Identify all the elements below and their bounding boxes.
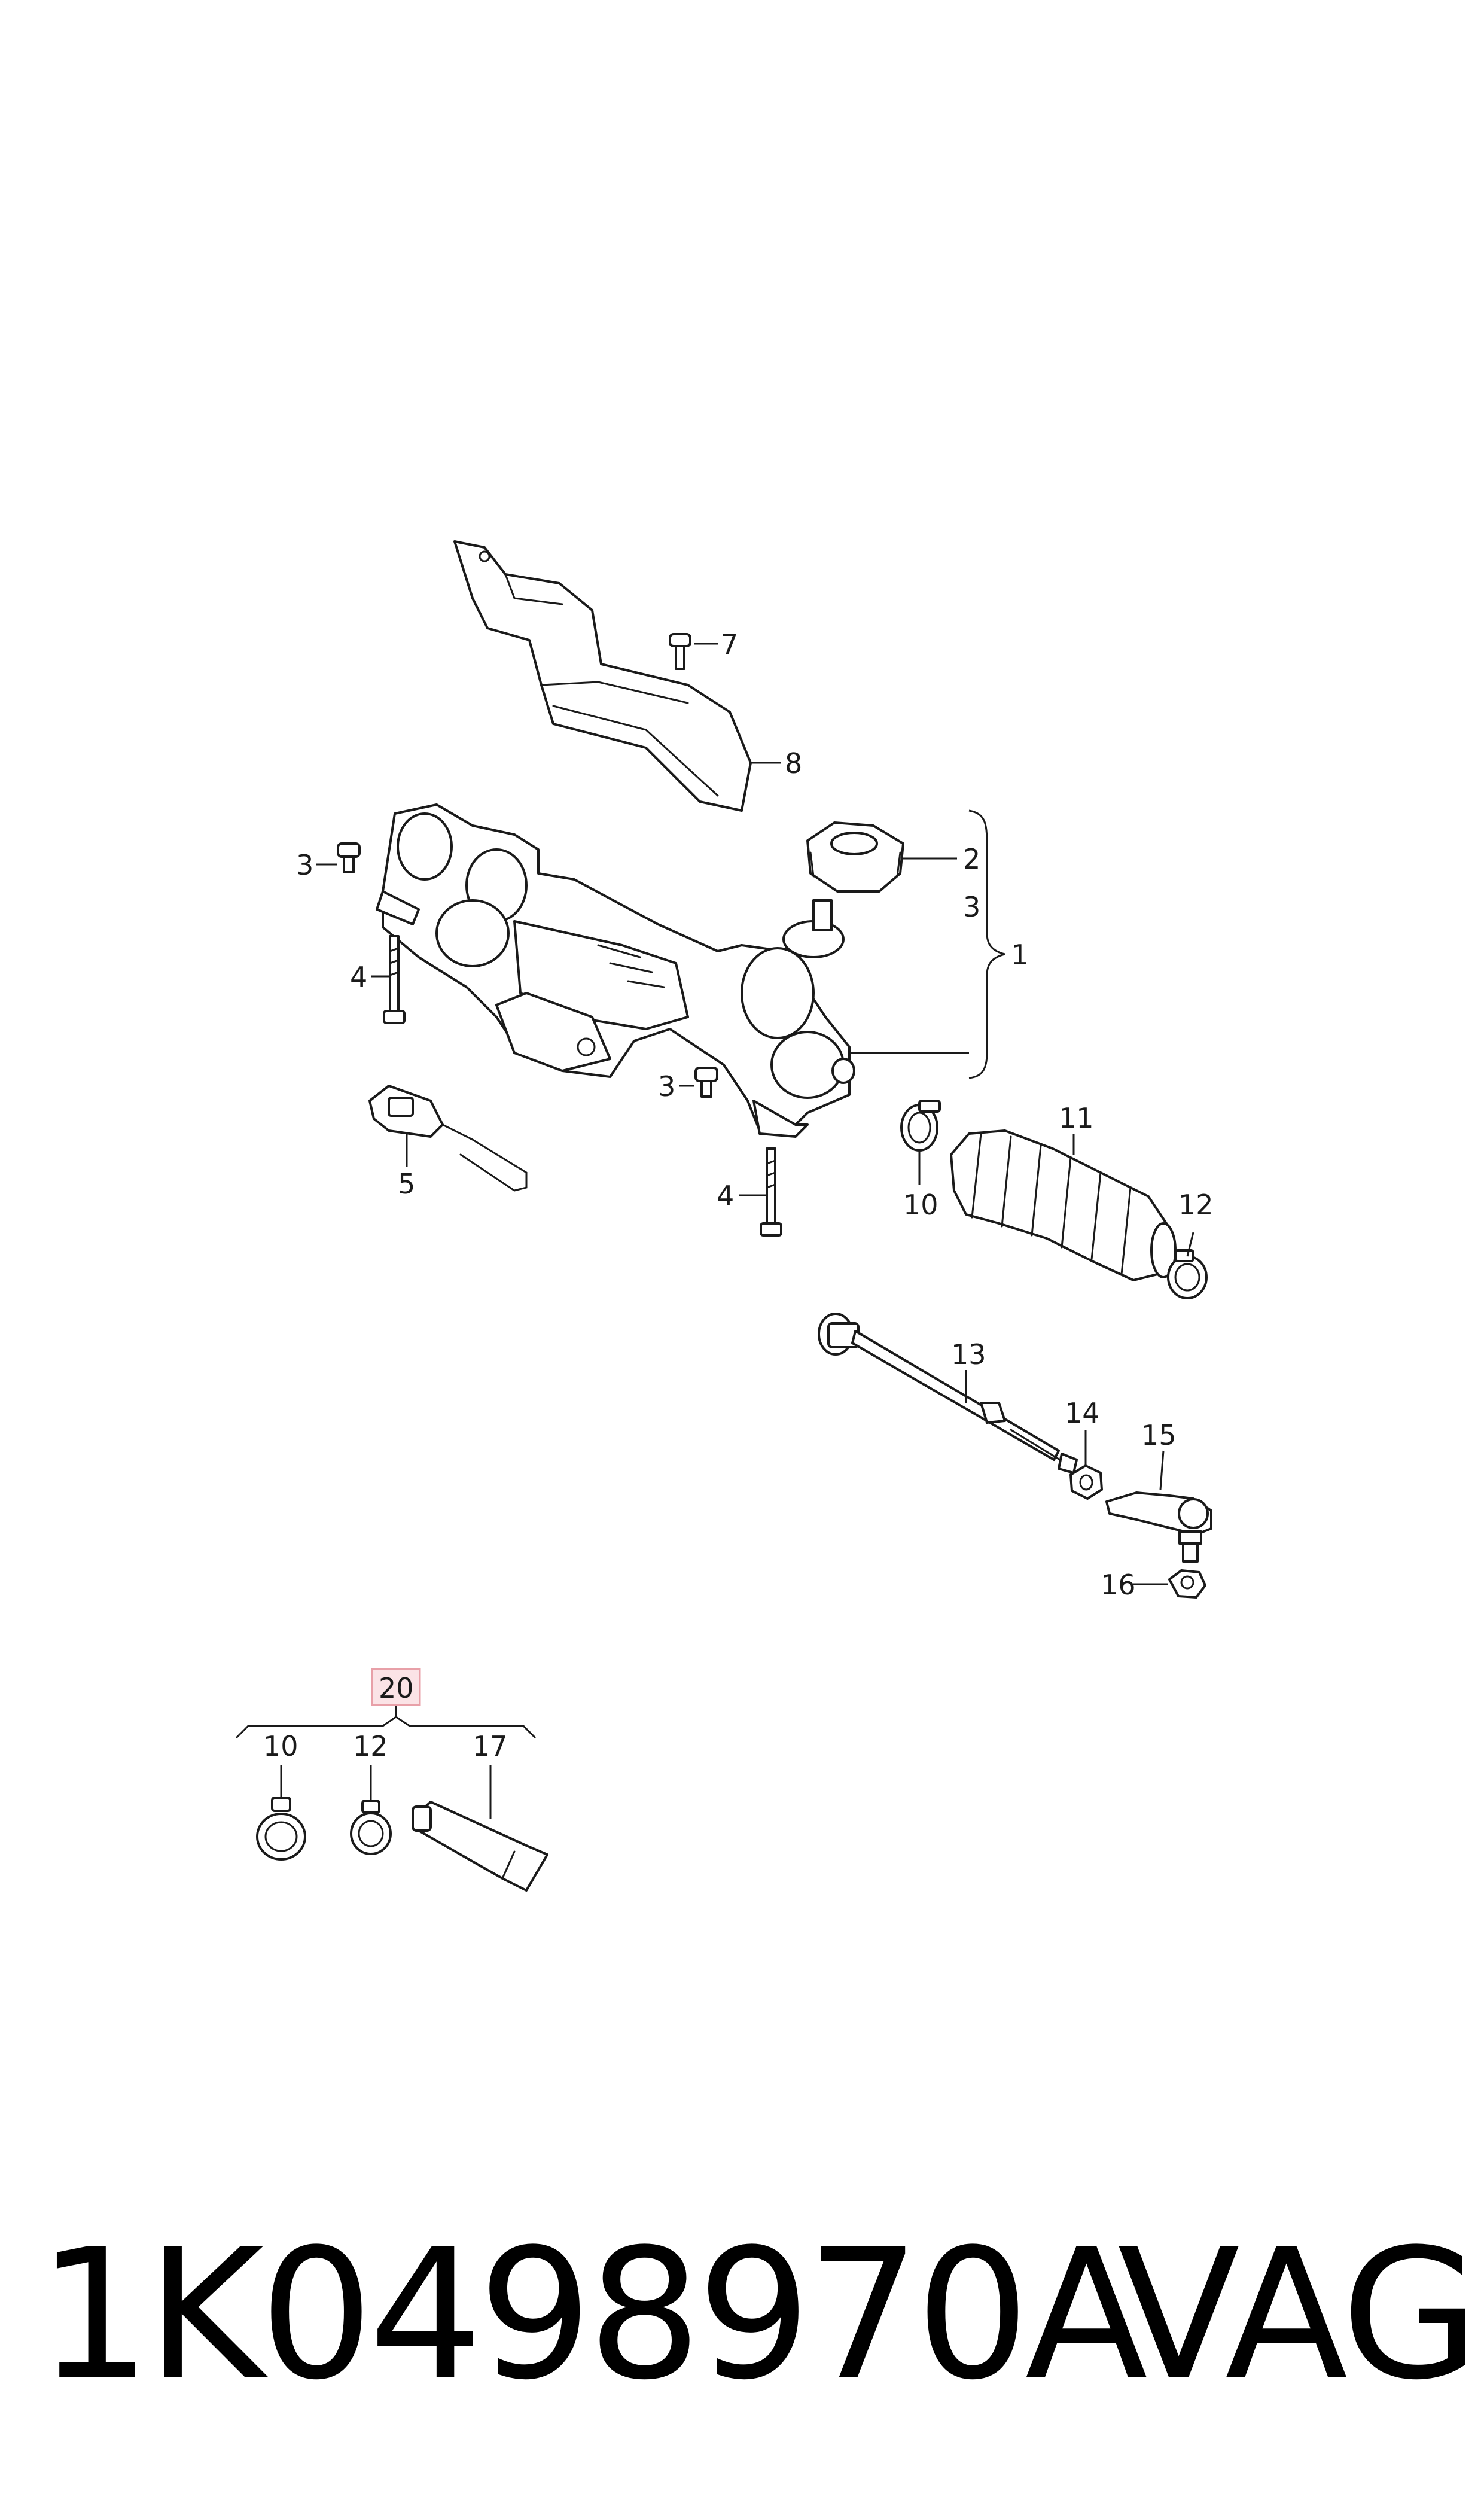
- callout-16: 16: [1101, 1569, 1136, 1601]
- callout-17: 17: [473, 1730, 508, 1762]
- callout-7: 7: [721, 628, 738, 660]
- bolt-3-middle-part: [694, 1067, 718, 1098]
- callout-20: 20: [379, 1672, 414, 1704]
- heat-shield-part: [453, 540, 752, 812]
- callout-13: 13: [951, 1338, 986, 1371]
- clamp-12-kit-part: [350, 1800, 392, 1855]
- callout-14: 14: [1065, 1397, 1100, 1429]
- bolt-7-part: [669, 633, 691, 670]
- callout-4-left: 4: [350, 961, 367, 993]
- nut-14-part: [1069, 1464, 1103, 1500]
- clamp-10-kit-part: [256, 1797, 306, 1861]
- footer: 1K0498970A VAG: [0, 2225, 1484, 2405]
- callout-12: 12: [1178, 1189, 1214, 1221]
- callout-4-right: 4: [717, 1180, 734, 1212]
- bolt-3-left-part: [337, 842, 361, 873]
- brand-name: VAG: [1117, 2211, 1480, 2419]
- callout-1: 1: [1011, 939, 1028, 971]
- grease-tube-part: [412, 1801, 548, 1892]
- callout-3-top: 3: [963, 891, 980, 923]
- nut-16-part: [1168, 1569, 1206, 1599]
- callout-10: 10: [903, 1189, 938, 1221]
- callout-8: 8: [785, 747, 802, 780]
- callout-5: 5: [398, 1168, 415, 1200]
- kit-callout-box: [371, 1668, 421, 1706]
- steering-rack-part: [376, 803, 855, 1138]
- tie-rod-end-part: [1105, 1491, 1212, 1563]
- bolt-4-left-part: [383, 935, 406, 1024]
- callout-3-middle: 3: [658, 1070, 675, 1103]
- clamp-10-part: [900, 1100, 941, 1152]
- sensor-connector-part: [368, 1085, 528, 1192]
- rubber-mount-part: [806, 821, 904, 893]
- callout-10-kit: 10: [263, 1730, 298, 1762]
- clamp-12-part: [1167, 1249, 1208, 1299]
- tie-rod-part: [818, 1313, 1078, 1474]
- callout-3-left: 3: [296, 849, 313, 881]
- callout-11: 11: [1059, 1102, 1094, 1134]
- callout-2: 2: [963, 843, 980, 875]
- callout-15: 15: [1141, 1419, 1177, 1451]
- callout-12-kit: 12: [353, 1730, 388, 1762]
- part-number: 1K0498970A: [37, 2211, 1148, 2419]
- bolt-4-right-part: [760, 1147, 782, 1237]
- bellows-boot-part: [950, 1129, 1177, 1281]
